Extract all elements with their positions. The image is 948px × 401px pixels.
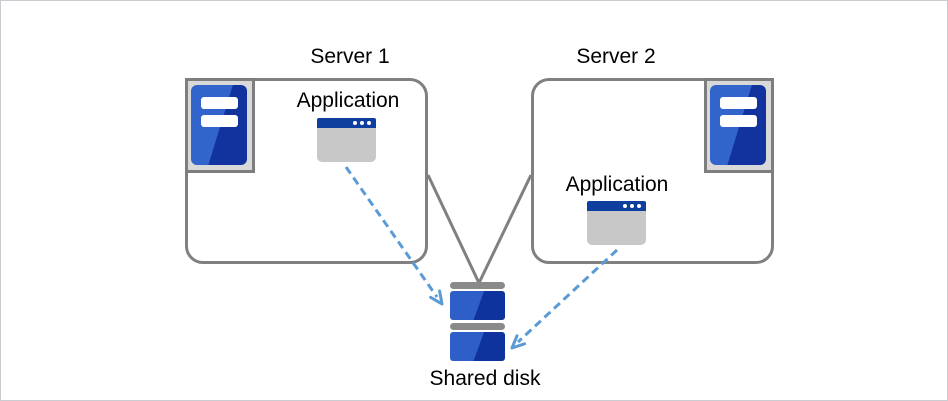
- disk-unit: [450, 332, 505, 361]
- application-window-icon: [317, 118, 376, 162]
- window-titlebar: [587, 201, 646, 211]
- window-dot-icon: [367, 121, 371, 125]
- disk-top-bar: [450, 282, 505, 289]
- server2-label: Server 2: [576, 45, 656, 68]
- disk-top-bar: [450, 323, 505, 330]
- server-slot: [201, 115, 238, 127]
- server1-application-label: Application: [296, 89, 400, 112]
- window-body: [317, 128, 376, 162]
- disk-unit: [450, 291, 505, 320]
- app1-to-disk-arrow: [344, 166, 444, 306]
- server-slot: [720, 97, 757, 109]
- window-body: [587, 211, 646, 245]
- window-titlebar: [317, 118, 376, 128]
- window-dot-icon: [353, 121, 357, 125]
- shared-disk-icon: [450, 282, 505, 364]
- app2-to-disk-arrow: [510, 248, 619, 350]
- server-slot: [201, 97, 238, 109]
- server-tower-icon: [704, 78, 774, 173]
- window-dot-icon: [623, 204, 627, 208]
- arrowhead-icon: [510, 334, 527, 350]
- server-slot: [720, 115, 757, 127]
- application-window-icon: [587, 201, 646, 245]
- arrowhead-icon: [429, 289, 444, 306]
- window-dot-icon: [360, 121, 364, 125]
- server-tower-body: [710, 85, 766, 165]
- server1-label: Server 1: [310, 45, 390, 68]
- server-tower-body: [191, 85, 247, 165]
- server2-application-label: Application: [565, 173, 669, 196]
- server-tower-icon: [185, 78, 255, 173]
- server-to-disk-connector-lines: [426, 174, 533, 287]
- shared-disk-label: Shared disk: [429, 367, 541, 390]
- window-dot-icon: [637, 204, 641, 208]
- window-dot-icon: [630, 204, 634, 208]
